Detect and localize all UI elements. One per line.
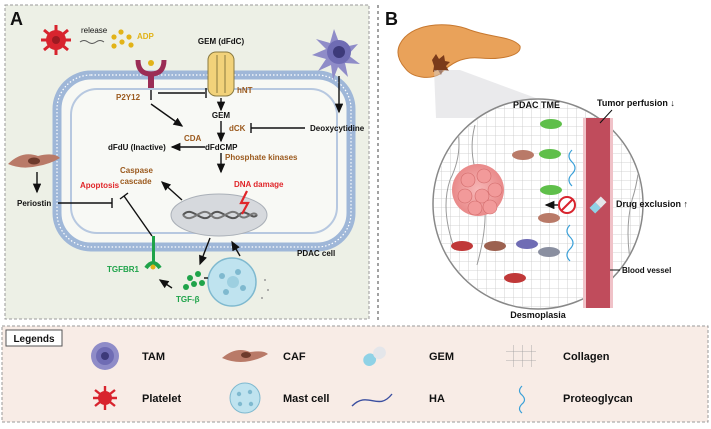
- caspase-label-line1: Caspase: [120, 166, 153, 175]
- pdac-cell-label: PDAC cell: [297, 249, 335, 258]
- pdac-cell-membrane: [52, 70, 356, 252]
- legend-label-tam: TAM: [142, 351, 165, 363]
- drug-exclusion-label: Drug exclusion ↑: [616, 199, 688, 209]
- dck-label: dCK: [229, 124, 246, 133]
- p2y12-label: P2Y12: [116, 93, 141, 102]
- legend-title: Legends: [13, 334, 55, 345]
- legend-gem-icon: [363, 346, 386, 367]
- panel-a-letter: A: [10, 9, 23, 29]
- legend-mast-cell-icon: [229, 382, 261, 414]
- proteoglycan-strands: [566, 149, 576, 262]
- mast-cell-icon: [207, 257, 269, 307]
- tgf-beta-label: TGF-β: [176, 295, 200, 304]
- release-label: release: [81, 26, 108, 35]
- tumor-perfusion-label: Tumor perfusion ↓: [597, 98, 675, 108]
- legend-label-proteoglycan: Proteoglycan: [563, 393, 633, 405]
- tumor-cluster-icon: [452, 164, 504, 216]
- release-wave: [79, 40, 105, 44]
- desmoplasia-label: Desmoplasia: [510, 310, 567, 320]
- caspase-label-line2: cascade: [120, 177, 152, 186]
- legend-label-gem: GEM: [429, 351, 454, 363]
- tam-cell-icon: [312, 29, 360, 80]
- gem-dfdc-label: GEM (dFdC): [198, 37, 245, 46]
- legend-label-collagen: Collagen: [563, 351, 610, 363]
- dfdu-label: dFdU (Inactive): [108, 143, 166, 152]
- blood-vessel-icon: [583, 118, 613, 308]
- legend-collagen-icon: [506, 345, 536, 367]
- p2y12-receptor-icon: [135, 59, 167, 88]
- panel-b-letter: B: [385, 9, 398, 29]
- legend-ha-icon: [351, 393, 393, 407]
- tgf-beta-dots: [183, 271, 205, 290]
- pancreas-icon: [397, 24, 521, 78]
- tme-cells: [451, 119, 562, 283]
- legend-label-platelet: Platelet: [142, 393, 181, 405]
- caf-cell-icon: [8, 154, 60, 168]
- legend-platelet-icon: [93, 386, 117, 410]
- hnt-label: hNT: [237, 86, 253, 95]
- gem-capsule-icon: [589, 196, 607, 214]
- panel-a-arrows: [32, 76, 344, 289]
- adp-label: ADP: [137, 32, 155, 41]
- tgfbr1-label: TGFBR1: [107, 265, 140, 274]
- phosphate-kinases-label: Phosphate kinases: [225, 153, 298, 162]
- tgfbr1-receptor-icon: [144, 236, 162, 270]
- legend-label-caf: CAF: [283, 351, 306, 363]
- legend-tam-icon: [91, 342, 119, 370]
- periostin-label: Periostin: [17, 199, 51, 208]
- platelet-icon: [41, 25, 71, 55]
- legend-label-ha: HA: [429, 393, 445, 405]
- no-entry-icon: [558, 196, 576, 214]
- legend-caf-icon: [222, 350, 268, 362]
- tumor-perfusion-pointer: [599, 109, 613, 124]
- blood-vessel-label: Blood vessel: [622, 266, 671, 275]
- gem-label: GEM: [212, 111, 231, 120]
- legend-panel: [1, 325, 709, 423]
- nucleus: [170, 193, 268, 237]
- legend-proteoglycan-icon: [518, 385, 526, 414]
- cda-label: CDA: [184, 134, 202, 143]
- hnt-transporter-icon: [207, 51, 235, 97]
- deoxycytidine-label: Deoxycytidine: [310, 124, 365, 133]
- legend-title-box: [5, 329, 63, 347]
- pdac-tme-label: PDAC TME: [513, 100, 560, 110]
- adp-dots: [111, 29, 134, 49]
- apoptosis-label: Apoptosis: [80, 181, 120, 190]
- dfdcmp-label: dFdCMP: [205, 143, 238, 152]
- dna-damage-label: DNA damage: [234, 180, 284, 189]
- dna-damage-bolt-icon: [239, 190, 250, 215]
- legend-label-mast-cell: Mast cell: [283, 393, 329, 405]
